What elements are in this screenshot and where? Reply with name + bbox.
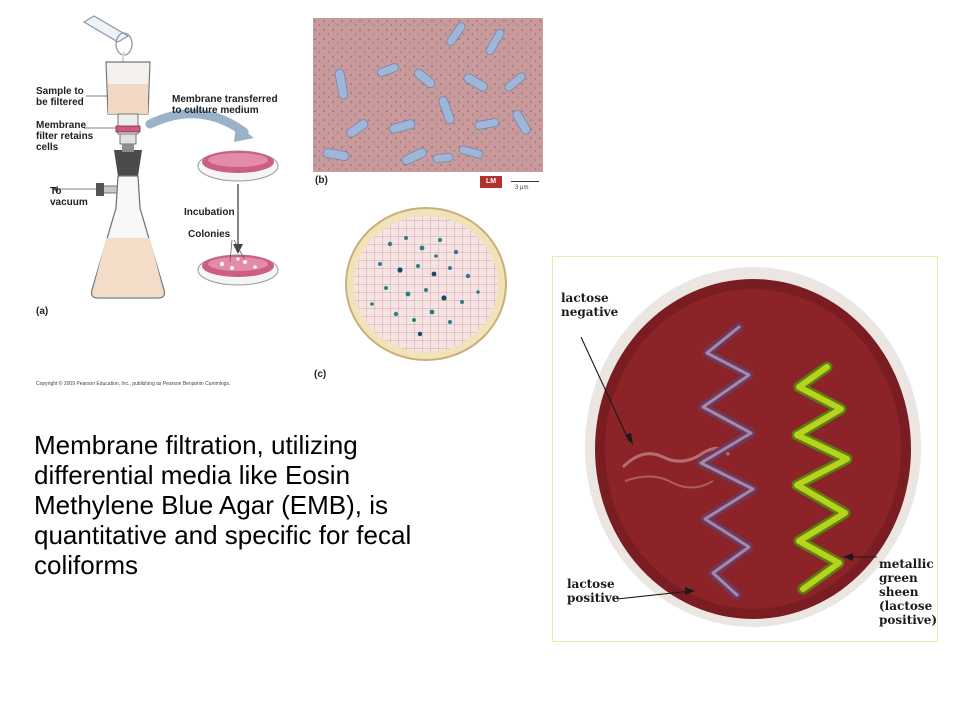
filtration-diagram: Sample to be filtered Membrane filter re… bbox=[0, 0, 300, 400]
filtration-apparatus-illustration bbox=[52, 15, 279, 299]
micrograph-panel: (b) LM 3 μm bbox=[313, 18, 543, 194]
lm-badge: LM bbox=[480, 176, 502, 188]
panel-label-a: (a) bbox=[36, 306, 49, 317]
lactose-positive-label: lactose positive bbox=[567, 577, 620, 605]
membrane-filter-label: Membrane filter retains cells bbox=[36, 120, 94, 153]
slide-caption: Membrane filtration, utilizing different… bbox=[34, 430, 412, 580]
incubation-label: Incubation bbox=[184, 207, 235, 218]
scale-label: 3 μm bbox=[515, 185, 529, 191]
transfer-label: Membrane transferred to culture medium bbox=[172, 94, 278, 116]
lactose-negative-label: lactose negative bbox=[561, 291, 619, 319]
colonies-label: Colonies bbox=[188, 229, 231, 240]
scale-bar bbox=[511, 181, 539, 182]
emb-plate-photo: lactose negative lactose positive metall… bbox=[552, 256, 938, 642]
membrane-filter-panel: (c) bbox=[310, 204, 520, 384]
membrane-filter-image bbox=[345, 207, 507, 361]
panel-label-b: (b) bbox=[315, 175, 328, 186]
copyright-text: Copyright © 2009 Pearson Education, Inc.… bbox=[36, 381, 231, 387]
panel-label-c: (c) bbox=[314, 369, 327, 380]
sample-label: Sample to be filtered bbox=[36, 86, 84, 108]
metallic-sheen-label: metallic green sheen (lactose positive) bbox=[879, 557, 938, 627]
emb-agar-plate bbox=[580, 267, 921, 627]
bacteria-micrograph bbox=[313, 18, 543, 172]
vacuum-label: To vacuum bbox=[50, 186, 88, 208]
